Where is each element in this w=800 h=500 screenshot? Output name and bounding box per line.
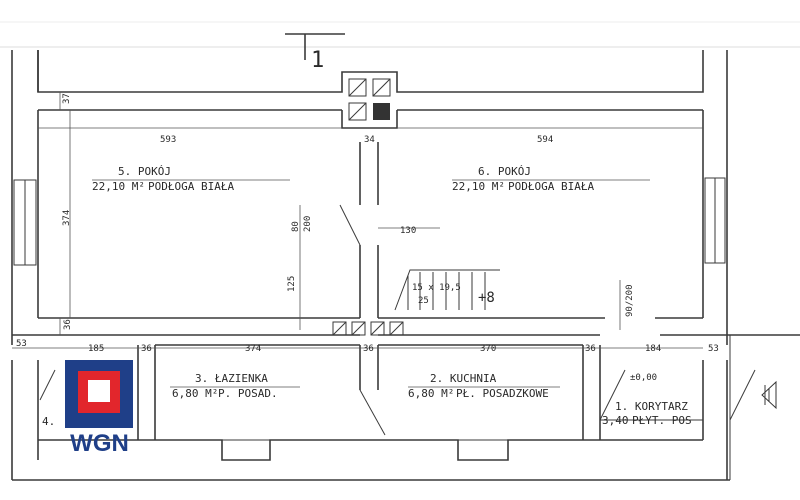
room-6-floor: PODŁOGA BIAŁA bbox=[508, 180, 594, 193]
room-1-floor: PŁYT. POS bbox=[632, 414, 692, 427]
room-2-title: 2. KUCHNIA bbox=[430, 372, 497, 385]
stairs bbox=[394, 269, 500, 311]
svg-text:594: 594 bbox=[537, 135, 553, 145]
room-1-title: 1. KORYTARZ bbox=[615, 400, 688, 413]
chimney-mid bbox=[332, 321, 404, 336]
windows bbox=[13, 177, 726, 461]
svg-text:185: 185 bbox=[88, 344, 104, 354]
room-2-floor: PŁ. POSADZKOWE bbox=[456, 387, 549, 400]
room-3-floor: P. POSAD. bbox=[218, 387, 278, 400]
door-swings bbox=[39, 204, 756, 436]
dimension-lines bbox=[12, 92, 703, 349]
svg-text:15 x 19,5: 15 x 19,5 bbox=[412, 283, 461, 293]
svg-text:125: 125 bbox=[287, 276, 297, 292]
room-3: 3. ŁAZIENKA 6,80 M² P. POSAD. bbox=[170, 372, 300, 400]
svg-text:±0,00: ±0,00 bbox=[630, 373, 657, 383]
room-5: 5. POKÓJ 22,10 M² PODŁOGA BIAŁA bbox=[92, 165, 290, 193]
svg-text:90/200: 90/200 bbox=[625, 284, 635, 317]
room-6: 6. POKÓJ 22,10 M² PODŁOGA BIAŁA bbox=[452, 165, 650, 193]
svg-text:374: 374 bbox=[245, 344, 261, 354]
svg-text:36: 36 bbox=[585, 344, 596, 354]
svg-text:53: 53 bbox=[16, 339, 27, 349]
logo-text: WGN bbox=[70, 430, 129, 457]
svg-text:370: 370 bbox=[480, 344, 496, 354]
svg-text:25: 25 bbox=[418, 296, 429, 306]
svg-text:53: 53 bbox=[708, 344, 719, 354]
room-4-title: 4. bbox=[42, 415, 55, 428]
room-6-title: 6. POKÓJ bbox=[478, 165, 531, 178]
svg-text:37: 37 bbox=[62, 93, 72, 104]
sheet-number: 1 bbox=[311, 48, 324, 73]
logo-square-icon bbox=[65, 360, 133, 428]
svg-text:184: 184 bbox=[645, 344, 661, 354]
room-1-area: 3,40 bbox=[602, 414, 629, 427]
room-5-floor: PODŁOGA BIAŁA bbox=[148, 180, 234, 193]
chimney-top bbox=[348, 78, 391, 121]
svg-text:593: 593 bbox=[160, 135, 176, 145]
svg-text:36: 36 bbox=[141, 344, 152, 354]
room-2-area: 6,80 M² bbox=[408, 387, 454, 400]
svg-text:200: 200 bbox=[303, 216, 313, 232]
svg-text:80: 80 bbox=[291, 221, 301, 232]
wgn-logo: WGN bbox=[63, 360, 136, 458]
svg-text:374: 374 bbox=[62, 210, 72, 226]
room-3-title: 3. ŁAZIENKA bbox=[195, 372, 268, 385]
svg-text:36: 36 bbox=[63, 319, 73, 330]
svg-text:130: 130 bbox=[400, 226, 416, 236]
room-5-area: 22,10 M² bbox=[92, 180, 145, 193]
svg-text:36: 36 bbox=[363, 344, 374, 354]
room-1: 1. KORYTARZ 3,40 PŁYT. POS bbox=[602, 400, 692, 427]
dimension-labels: 37 593 594 34 374 36 80 200 130 125 15 x… bbox=[16, 93, 719, 383]
svg-text:34: 34 bbox=[364, 135, 375, 145]
room-5-title: 5. POKÓJ bbox=[118, 165, 171, 178]
svg-text:+8: +8 bbox=[478, 290, 495, 306]
room-6-area: 22,10 M² bbox=[452, 180, 505, 193]
room-2: 2. KUCHNIA 6,80 M² PŁ. POSADZKOWE bbox=[408, 372, 560, 400]
outer-walls bbox=[11, 50, 800, 481]
room-3-area: 6,80 M² bbox=[172, 387, 218, 400]
